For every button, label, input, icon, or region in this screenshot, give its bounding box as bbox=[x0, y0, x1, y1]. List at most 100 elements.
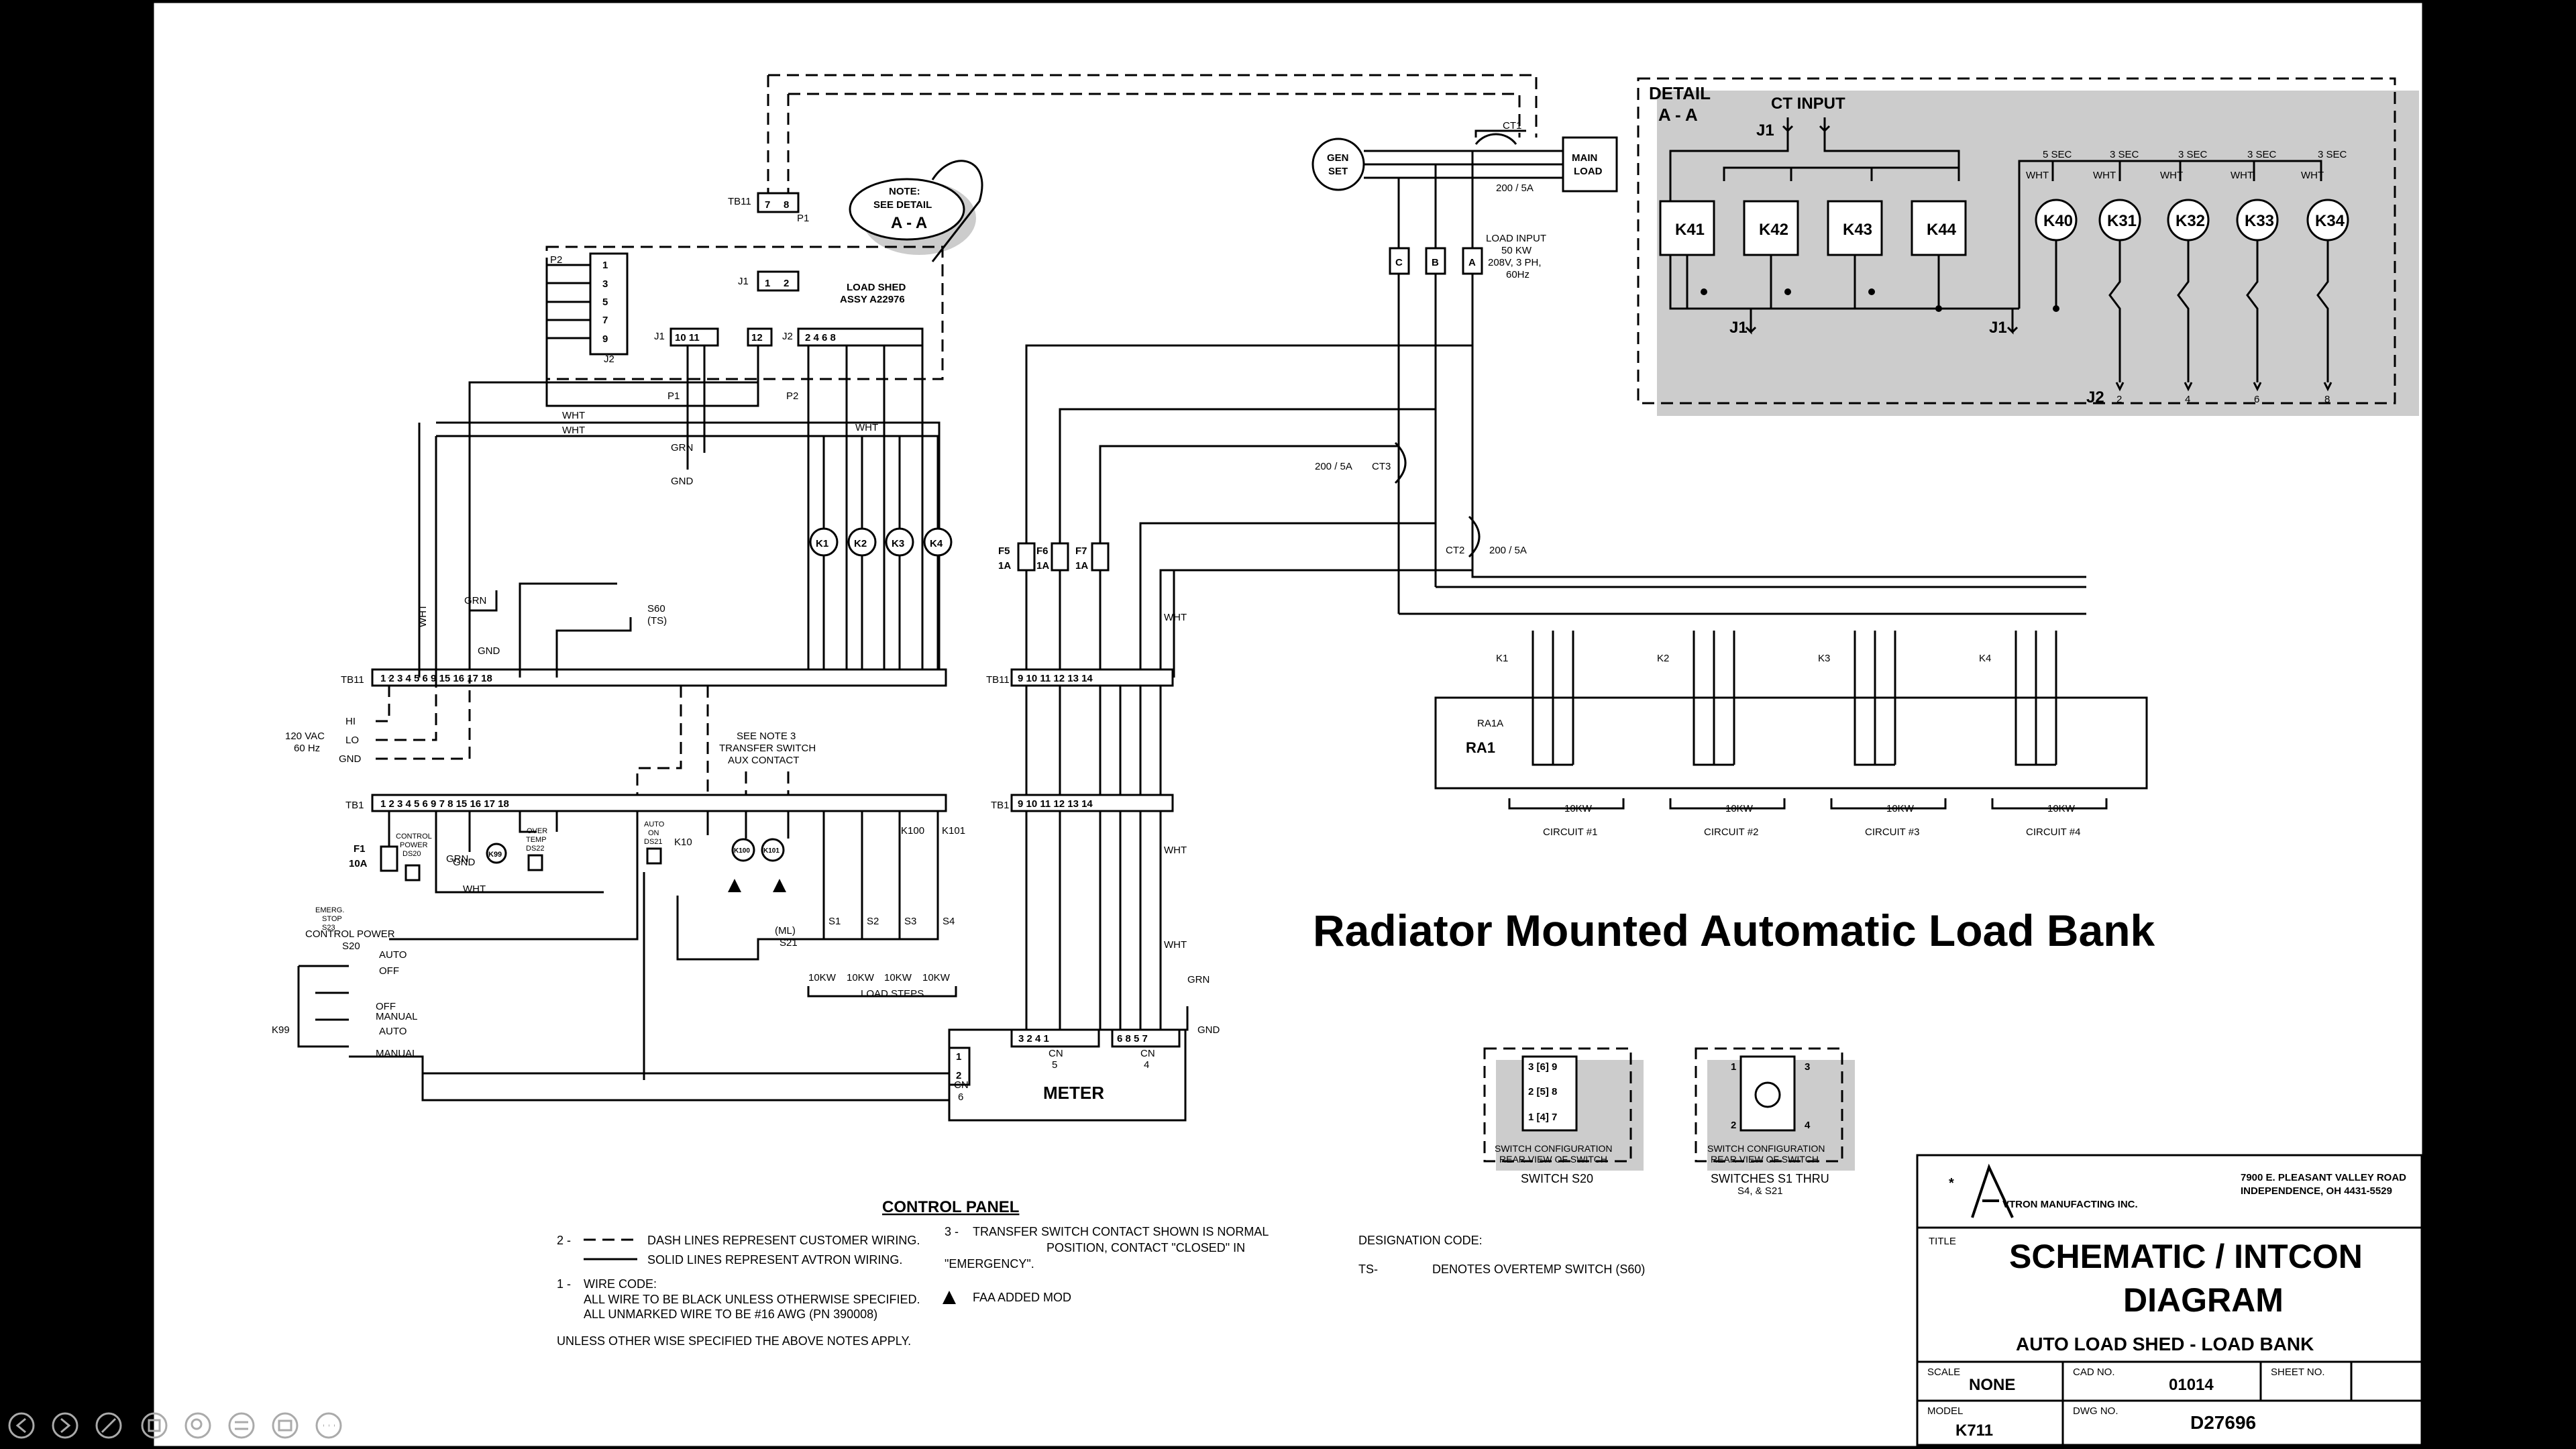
k99-label: K99 bbox=[272, 1024, 290, 1036]
next-icon[interactable] bbox=[52, 1412, 78, 1439]
contact-k2: K2 bbox=[1657, 653, 1669, 664]
load-label: LOAD bbox=[1574, 166, 1603, 177]
k101-coil: K101 bbox=[763, 847, 780, 855]
note-ts: TS- bbox=[1358, 1263, 1378, 1276]
wht-vert: WHT bbox=[417, 604, 429, 627]
prev-icon[interactable] bbox=[8, 1412, 35, 1439]
p2-row-label: P2 bbox=[786, 390, 798, 402]
tb11-right-label: TB11 bbox=[986, 674, 1010, 686]
title-subtitle: AUTO LOAD SHED - LOAD BANK bbox=[2016, 1334, 2314, 1354]
notes: CONTROL PANEL 2 - DASH LINES REPRESENT C… bbox=[557, 1198, 1645, 1348]
s1-pin-4: 4 bbox=[1805, 1120, 1811, 1131]
contactor-k42: K42 bbox=[1759, 221, 1788, 239]
ct-input-label: CT INPUT bbox=[1771, 95, 1845, 113]
gnd-top: GND bbox=[671, 476, 694, 487]
pin-8: 8 bbox=[2324, 394, 2330, 405]
ot-0: OVER bbox=[527, 827, 547, 835]
logo-star: * bbox=[1949, 1176, 1954, 1191]
ra1-label: RA1 bbox=[1466, 739, 1495, 756]
zoom-icon[interactable] bbox=[184, 1412, 211, 1439]
step-s3: S3 bbox=[904, 916, 916, 927]
tb11-pin-7: 7 bbox=[765, 199, 770, 211]
grid-icon[interactable] bbox=[141, 1412, 168, 1439]
title-block: * VTRON MANUFACTING INC. 7900 E. PLEASAN… bbox=[1916, 1154, 2423, 1446]
address-0: 7900 E. PLEASANT VALLEY ROAD bbox=[2241, 1172, 2406, 1183]
title-line-1: DIAGRAM bbox=[2123, 1281, 2284, 1319]
relay-k2: K2 bbox=[854, 538, 867, 549]
s20-off-2: OFF bbox=[376, 1001, 396, 1012]
address-1: INDEPENDENCE, OH 4431-5529 bbox=[2241, 1185, 2392, 1197]
detail-j1-left: J1 bbox=[1729, 319, 1748, 337]
load-steps: LOAD STEPS bbox=[861, 988, 924, 1000]
contactor-k41: K41 bbox=[1675, 221, 1705, 239]
see-note-aux: AUX CONTACT bbox=[728, 755, 799, 766]
see-note-3: SEE NOTE 3 bbox=[737, 731, 796, 742]
cn5-label: CN bbox=[1049, 1048, 1063, 1059]
more-icon[interactable] bbox=[315, 1412, 342, 1439]
menu-icon[interactable] bbox=[228, 1412, 255, 1439]
ct1-label: CT1 bbox=[1503, 120, 1521, 131]
cn6-label: CN bbox=[954, 1079, 969, 1091]
meter-block: METER 3 2 4 1 6 8 5 7 CN 5 CN 4 1 2 CN 6 bbox=[948, 1028, 1187, 1122]
scale-value: NONE bbox=[1969, 1376, 2015, 1394]
gnd-ds: GND bbox=[453, 857, 476, 868]
ra1a-label: RA1A bbox=[1477, 718, 1503, 729]
phase-c: C bbox=[1395, 257, 1403, 268]
timer-k33: K33 bbox=[2245, 212, 2274, 230]
s20-off-1: OFF bbox=[379, 965, 399, 977]
pin-4: 4 bbox=[2185, 394, 2190, 405]
title-line-0: SCHEMATIC / INTCON bbox=[2009, 1238, 2363, 1275]
wht-label-5: WHT bbox=[2301, 170, 2324, 181]
slides-icon[interactable] bbox=[272, 1412, 299, 1439]
circuit-1: CIRCUIT #1 bbox=[1543, 826, 1597, 838]
wht-cp: WHT bbox=[463, 883, 486, 895]
fuse-f5: F5 bbox=[998, 545, 1010, 557]
pen-icon[interactable] bbox=[95, 1412, 122, 1439]
control-power: CONTROL POWER bbox=[305, 928, 395, 940]
load-input-3: 60Hz bbox=[1506, 269, 1529, 280]
s20-label: S20 bbox=[342, 941, 360, 952]
wht-top-1: WHT bbox=[562, 410, 585, 421]
sheet-label: SHEET NO. bbox=[2271, 1366, 2325, 1378]
load-shed-label: LOAD SHED bbox=[847, 282, 906, 293]
wht-top-3: WHT bbox=[855, 422, 878, 433]
supply-hz: 60 Hz bbox=[294, 743, 320, 754]
emerg-2: S23 bbox=[322, 924, 335, 932]
note-line-0: NOTE: bbox=[889, 186, 920, 197]
note-1a: WIRE CODE: bbox=[584, 1277, 657, 1291]
note-line-1: SEE DETAIL bbox=[873, 199, 932, 211]
wht-mid-2: WHT bbox=[1164, 845, 1187, 856]
s20-grid-2: 2 [5] 8 bbox=[1528, 1086, 1557, 1097]
wht-label-3: WHT bbox=[2160, 170, 2183, 181]
s1-caption-0: SWITCH CONFIGURATION bbox=[1707, 1143, 1825, 1154]
grn-meter: GRN bbox=[1187, 974, 1210, 985]
dwg-value: D27696 bbox=[2190, 1412, 2256, 1433]
emerg-0: EMERG. bbox=[315, 906, 344, 914]
set-label: SET bbox=[1328, 166, 1348, 177]
s20-name: SWITCH S20 bbox=[1521, 1172, 1593, 1185]
ct2-ratio: 200 / 5A bbox=[1489, 545, 1527, 556]
note-1c: ALL UNMARKED WIRE TO BE #16 AWG (PN 3900… bbox=[584, 1307, 877, 1321]
relay-k4: K4 bbox=[930, 538, 943, 549]
s20-caption-0: SWITCH CONFIGURATION bbox=[1495, 1143, 1613, 1154]
note-3c: "EMERGENCY". bbox=[945, 1257, 1034, 1271]
ao-2: DS21 bbox=[644, 838, 663, 846]
ct1-ratio: 200 / 5A bbox=[1496, 182, 1534, 194]
cn5-num: 5 bbox=[1052, 1059, 1057, 1071]
load-input-0: LOAD INPUT bbox=[1486, 233, 1546, 244]
tb1-right-label: TB1 bbox=[991, 800, 1010, 811]
timer-k40-sec: 5 SEC bbox=[2043, 149, 2072, 160]
note-unless: UNLESS OTHER WISE SPECIFIED THE ABOVE NO… bbox=[557, 1334, 911, 1348]
dwg-label: DWG NO. bbox=[2073, 1405, 2118, 1417]
s20-grid-3: 1 [4] 7 bbox=[1528, 1112, 1557, 1123]
p1-mini: P1 bbox=[797, 213, 809, 224]
step-s1: S1 bbox=[828, 916, 841, 927]
title-label: TITLE bbox=[1929, 1236, 1956, 1247]
gen-set-section: GEN SET MAIN LOAD CT1 200 / 5A LOAD INPU… bbox=[768, 74, 1618, 614]
note-line-2: A - A bbox=[891, 214, 927, 232]
detail-j1-right: J1 bbox=[1989, 319, 2007, 337]
ct-fuse-section: F5 1A F6 1A F7 1A CT3 200 / 5A CT2 200 /… bbox=[998, 344, 1527, 951]
step-s4: S4 bbox=[943, 916, 955, 927]
gen-label: GEN bbox=[1327, 152, 1349, 164]
k101-label: K101 bbox=[942, 825, 965, 837]
